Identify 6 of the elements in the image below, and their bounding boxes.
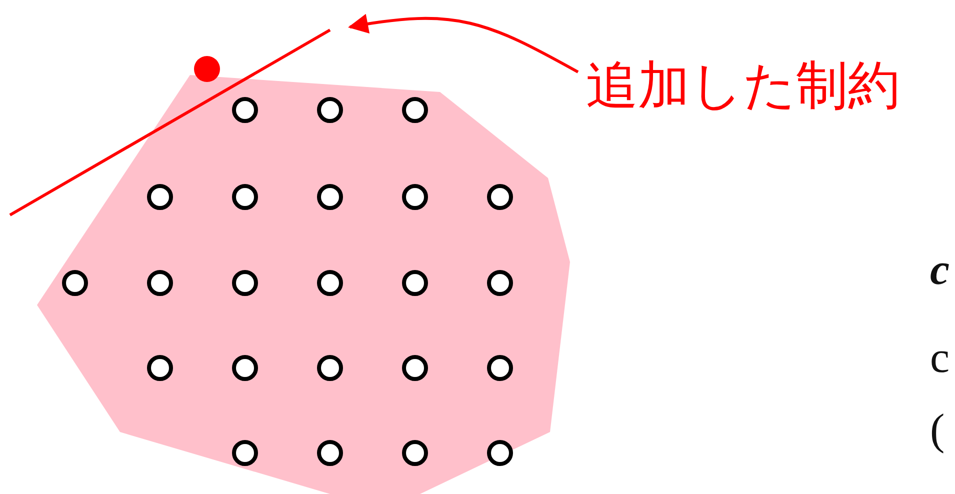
annotation-label: 追加した制約 xyxy=(586,58,900,116)
text-fragment: c xyxy=(930,336,950,380)
arrow xyxy=(348,14,579,74)
text-fragment: ( xyxy=(930,408,945,452)
math-symbol: c xyxy=(930,248,950,292)
constraint-line xyxy=(9,28,331,216)
